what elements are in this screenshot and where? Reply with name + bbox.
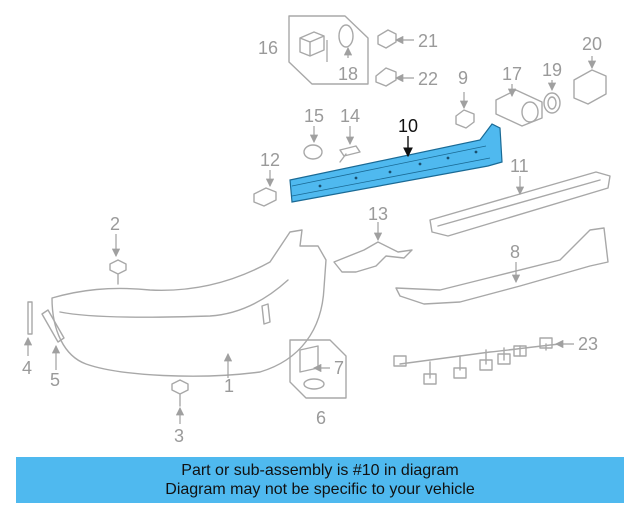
callout-14: 14: [340, 106, 360, 126]
part-11-absorber: [429, 171, 611, 237]
part-23-harness: [393, 337, 561, 385]
part-10-reinforcement-beam: [289, 123, 503, 203]
callout-22: 22: [418, 69, 438, 89]
callout-16: 16: [258, 38, 278, 58]
leader-lines: [23, 35, 597, 424]
callout-1: 1: [224, 376, 234, 396]
callout-6: 6: [316, 408, 326, 428]
callout-19: 19: [542, 60, 562, 80]
callout-11: 11: [510, 156, 529, 176]
callout-17: 17: [502, 64, 522, 84]
callout-20: 20: [582, 34, 602, 54]
callout-3: 3: [174, 426, 184, 446]
banner-line-disclaimer: Diagram may not be specific to your vehi…: [165, 481, 475, 498]
part-2-screw: [109, 259, 127, 285]
info-banner: Part or sub-assembly is #10 in diagram D…: [16, 457, 624, 503]
part-13-bracket: [333, 241, 413, 273]
part-4-screw: [27, 301, 33, 335]
callout-9: 9: [458, 68, 468, 88]
part-17-sensor-bracket: [495, 89, 543, 127]
part-22-clip: [375, 67, 397, 87]
callouts: 16 18 21 22 9 17 19 20 15 14 12 10 11 13…: [22, 31, 602, 446]
callout-5: 5: [50, 370, 60, 390]
callout-8: 8: [510, 242, 520, 262]
part-12-bolt: [253, 187, 277, 207]
part-21-clip: [377, 29, 397, 49]
part-9-nut: [455, 109, 475, 129]
callout-23: 23: [578, 334, 598, 354]
part-3-screw: [171, 379, 189, 407]
callout-18: 18: [338, 64, 358, 84]
callout-4: 4: [22, 358, 32, 378]
callout-21: 21: [418, 31, 438, 51]
part-8-valance: [395, 227, 609, 305]
part-1-bumper-cover: [51, 229, 327, 377]
part-20-sensor: [573, 69, 607, 105]
part-15-grommet: [303, 144, 323, 160]
part-19-ring: [543, 92, 561, 114]
banner-line-part: Part or sub-assembly is #10 in diagram: [181, 462, 459, 479]
callout-15: 15: [304, 106, 324, 126]
callout-7: 7: [334, 358, 344, 378]
part-5-strip: [41, 309, 65, 343]
callout-13: 13: [368, 204, 388, 224]
callout-12: 12: [260, 150, 280, 170]
callout-2: 2: [110, 214, 120, 234]
callout-10: 10: [398, 116, 418, 136]
part-14-push-pin: [339, 145, 361, 163]
